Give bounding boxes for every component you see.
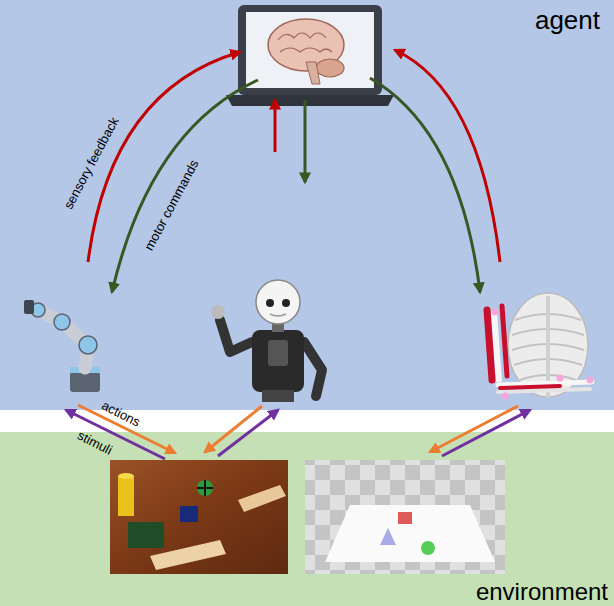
wood-block [150, 540, 226, 570]
robot-joint [54, 314, 70, 330]
robot-chest [268, 340, 288, 366]
region-title: environment [476, 578, 608, 606]
robot-torso [252, 330, 304, 392]
feedback-arrow [274, 100, 277, 152]
green-box [128, 522, 164, 548]
robot-arm-figure [24, 300, 100, 392]
feedback-arrow [395, 50, 500, 262]
laptop-icon [226, 5, 394, 106]
robot-hips [262, 390, 294, 402]
laptop-screen-frame [238, 5, 382, 95]
command-arrow [370, 78, 480, 292]
stimulus-arrow [442, 410, 530, 456]
wood-block [238, 485, 286, 512]
muscle [500, 386, 560, 388]
ball [197, 480, 213, 496]
laptop-base [226, 95, 394, 106]
simulated-scene [305, 460, 505, 574]
humanoid-robot-figure [211, 280, 322, 402]
red-cube [398, 512, 412, 524]
robot-tool [24, 300, 34, 314]
action-arrow [430, 406, 518, 452]
robot-eye [282, 299, 290, 307]
marker-dot [492, 309, 499, 316]
region-band: agent [0, 0, 614, 410]
yellow-cylinder-top [118, 473, 134, 479]
feedback-arrow [88, 52, 240, 262]
environment-ground [0, 432, 614, 606]
robot-arm-right [304, 342, 322, 396]
command-arrow [112, 80, 258, 292]
marker-dot [557, 375, 564, 382]
laptop-screen [246, 12, 374, 88]
brain-gyri [278, 33, 332, 52]
robot-head [256, 280, 300, 324]
agent-ground [0, 0, 614, 410]
marker-dot [502, 393, 509, 400]
brain-stem [306, 62, 320, 84]
region-title: agent [535, 6, 600, 36]
marker-dot [587, 377, 594, 384]
real-scene-photo [110, 460, 288, 574]
robot-eye [266, 299, 274, 307]
stimulus-arrow [218, 410, 278, 456]
muscle [502, 306, 507, 376]
command-arrow [304, 100, 307, 182]
table-surface [110, 460, 288, 574]
robot-hand [211, 305, 225, 319]
muscle [487, 310, 492, 380]
green-sphere [421, 541, 435, 555]
robot-joint [79, 336, 97, 354]
ball-stripes [197, 480, 213, 496]
white-plane [325, 505, 495, 562]
blue-pyramid [380, 528, 396, 545]
blue-cube [180, 506, 198, 522]
checker-floor [305, 460, 505, 574]
robot-base [70, 372, 100, 392]
brain-cerebellum [316, 59, 344, 77]
robot-arm-left [220, 320, 252, 352]
yellow-cylinder [118, 476, 134, 516]
musculoskeletal-figure [487, 293, 594, 400]
region-band: environment [0, 432, 614, 606]
robot-mouth [270, 314, 286, 316]
